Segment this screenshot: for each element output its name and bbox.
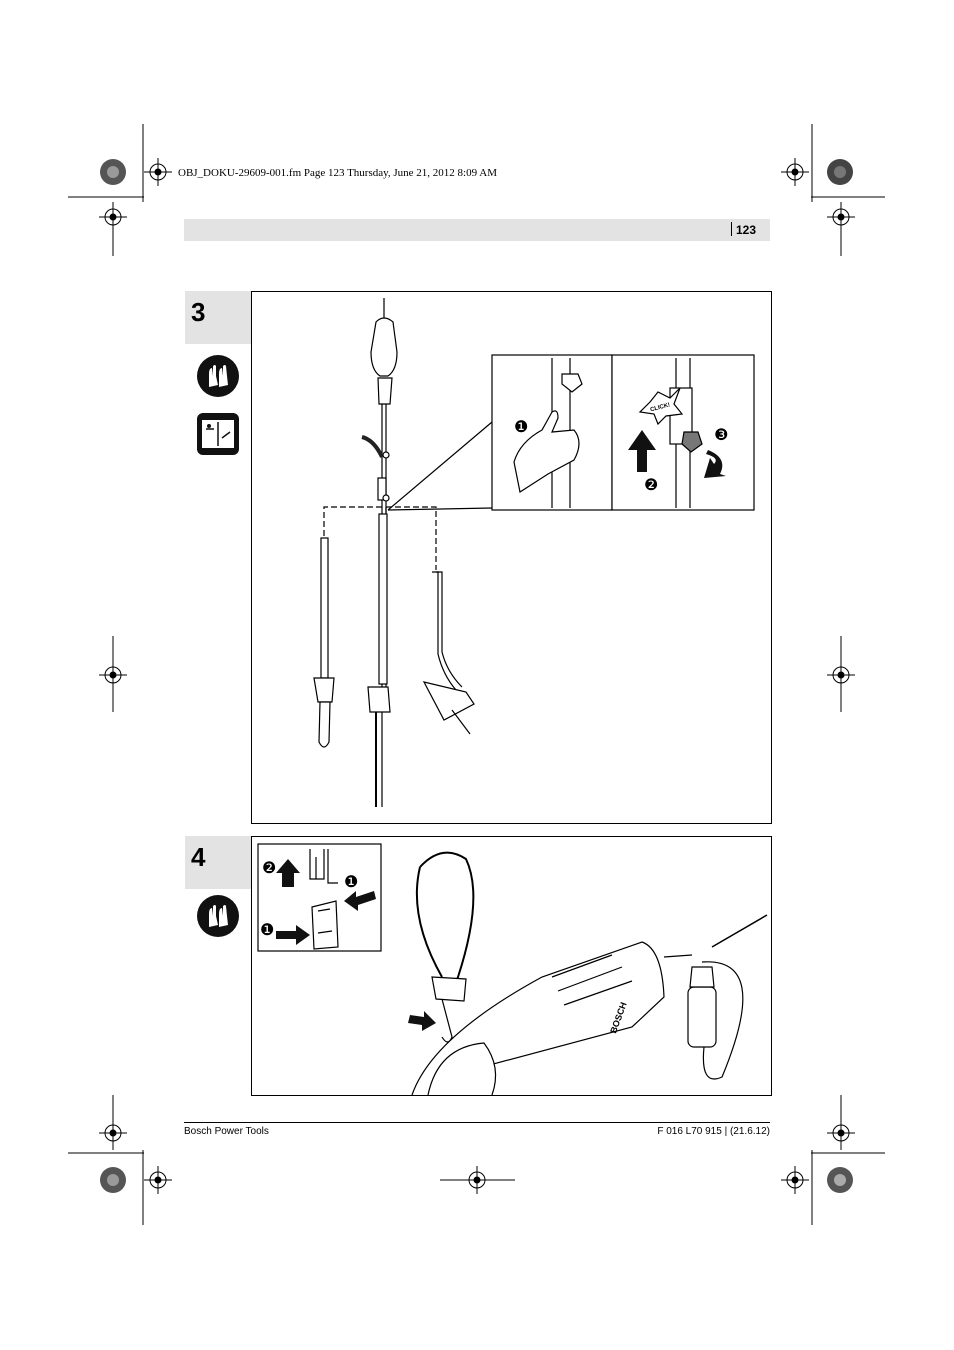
footer-publisher: Bosch Power Tools xyxy=(184,1126,269,1137)
print-header: OBJ_DOKU-29609-001.fm Page 123 Thursday,… xyxy=(178,167,497,179)
click-label: CLICK! xyxy=(650,402,671,413)
pole-assembly-illustration: ❶ ❷ ❸ CLICK! xyxy=(313,298,755,807)
step-number: 3 xyxy=(191,297,206,327)
footer-doc-code: F 016 L70 915 | (21.6.12) xyxy=(657,1126,770,1137)
callout-2: ❷ xyxy=(644,475,658,494)
gloves-icon xyxy=(197,895,239,937)
callout-1-release: ❶ xyxy=(344,872,358,891)
strap-attachment-illustration: ❷ ❶ ❶ BOSCH xyxy=(257,843,768,1096)
callout-2: ❷ xyxy=(262,858,276,877)
page-header-band: 123 xyxy=(184,219,770,241)
footer-rule xyxy=(184,1122,770,1123)
step-4-figure: ❷ ❶ ❶ BOSCH xyxy=(251,836,772,1096)
step-4-tab: 4 xyxy=(185,836,251,889)
callout-1-insert: ❶ xyxy=(260,920,274,939)
step-number: 4 xyxy=(191,842,206,872)
callout-3: ❸ xyxy=(714,425,728,444)
gloves-icon xyxy=(197,355,239,397)
callout-1: ❶ xyxy=(514,417,528,436)
step-3-tab: 3 xyxy=(185,291,251,344)
page-number-separator xyxy=(731,222,732,236)
page-number: 123 xyxy=(735,223,756,237)
read-manual-icon xyxy=(197,413,239,455)
step-3-figure: ❶ ❷ ❸ CLICK! xyxy=(251,291,772,824)
